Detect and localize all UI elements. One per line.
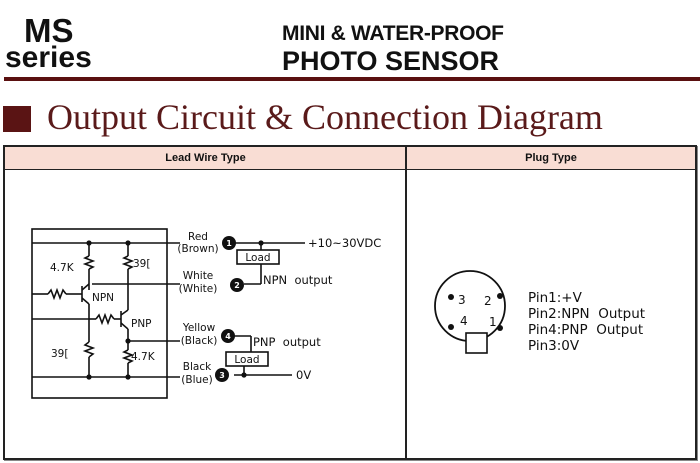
supply-voltage-label: +10~30VDC <box>308 236 381 250</box>
wire-2-color: White <box>183 270 214 282</box>
pin-3-number: 3 <box>219 371 225 380</box>
sensor-box <box>31 228 168 399</box>
load-pnp-label: Load <box>234 354 259 366</box>
pin-4-number: 4 <box>225 332 231 341</box>
npn-output-label: NPN output <box>263 273 333 287</box>
resistor-39-top <box>121 255 135 270</box>
resistor-4.7k-top <box>82 255 96 270</box>
load-pnp <box>225 351 269 367</box>
label-r-bottom-right: 4.7K <box>131 351 156 363</box>
pin-1-marker <box>222 236 236 250</box>
connection-table: Lead Wire Type Plug Type <box>3 145 697 460</box>
pin-4-marker <box>221 329 235 343</box>
product-title: PHOTO SENSOR <box>282 46 500 76</box>
column-header-lead-wire: Lead Wire Type <box>165 152 246 164</box>
wire-1-alt-color: (Brown) <box>177 243 218 255</box>
load-npn-label: Load <box>245 252 270 264</box>
pin-4-dot <box>448 324 454 330</box>
label-r-top-right: 39[ <box>133 258 150 270</box>
wire-1-color: Red <box>188 231 208 243</box>
column-header-plug: Plug Type <box>525 152 577 164</box>
pin-description-1: Pin1:+V <box>528 290 583 306</box>
pin-description-2: Pin2:NPN Output <box>528 306 645 322</box>
pin-3-dot <box>448 294 454 300</box>
resistor-4.7k-bottom <box>121 349 135 364</box>
series-suffix: series <box>5 41 92 74</box>
wire-3-color: Black <box>183 361 212 373</box>
plug-pin-1-label: 1 <box>489 315 497 329</box>
section-bullet-icon <box>3 106 31 132</box>
pin-1-dot <box>497 325 503 331</box>
pnp-base-resistor <box>95 312 115 326</box>
pin-description-3: Pin3:0V <box>528 338 580 354</box>
plug-connector: 3 2 4 1 <box>434 270 506 354</box>
pin-2-number: 2 <box>234 281 240 290</box>
pin-3-marker <box>215 368 229 382</box>
plug-key <box>465 332 488 354</box>
pin-2-marker <box>230 278 244 292</box>
product-subtitle: MINI & WATER-PROOF <box>282 22 504 45</box>
wire-2-alt-color: (White) <box>179 283 218 295</box>
label-r-top-left: 4.7K <box>50 262 75 274</box>
npn-base-resistor <box>47 287 67 301</box>
wire-4-alt-color: (Black) <box>181 335 218 347</box>
plug-pin-2-label: 2 <box>484 294 492 308</box>
pin-description-4: Pin4:PNP Output <box>528 322 643 338</box>
label-r-bottom-left: 39[ <box>51 348 68 360</box>
pin-1-number: 1 <box>226 239 232 248</box>
wire-3-alt-color: (Blue) <box>181 374 212 386</box>
section-title: Output Circuit & Connection Diagram <box>47 97 603 137</box>
header-rule <box>4 77 700 81</box>
plug-pin-3-label: 3 <box>458 293 466 307</box>
load-npn <box>236 249 280 265</box>
label-npn: NPN <box>92 292 114 304</box>
wire-4-color: Yellow <box>182 322 216 334</box>
column-divider <box>405 147 407 458</box>
plug-outline <box>434 270 506 342</box>
pnp-output-label: PNP output <box>253 335 321 349</box>
plug-pin-4-label: 4 <box>460 314 468 328</box>
series-name: MS <box>24 12 74 49</box>
ground-label: 0V <box>296 368 311 382</box>
table-header: Lead Wire Type Plug Type <box>5 147 695 170</box>
resistor-39-bottom <box>82 341 96 358</box>
pin-2-dot <box>497 293 503 299</box>
label-pnp: PNP <box>131 318 152 330</box>
